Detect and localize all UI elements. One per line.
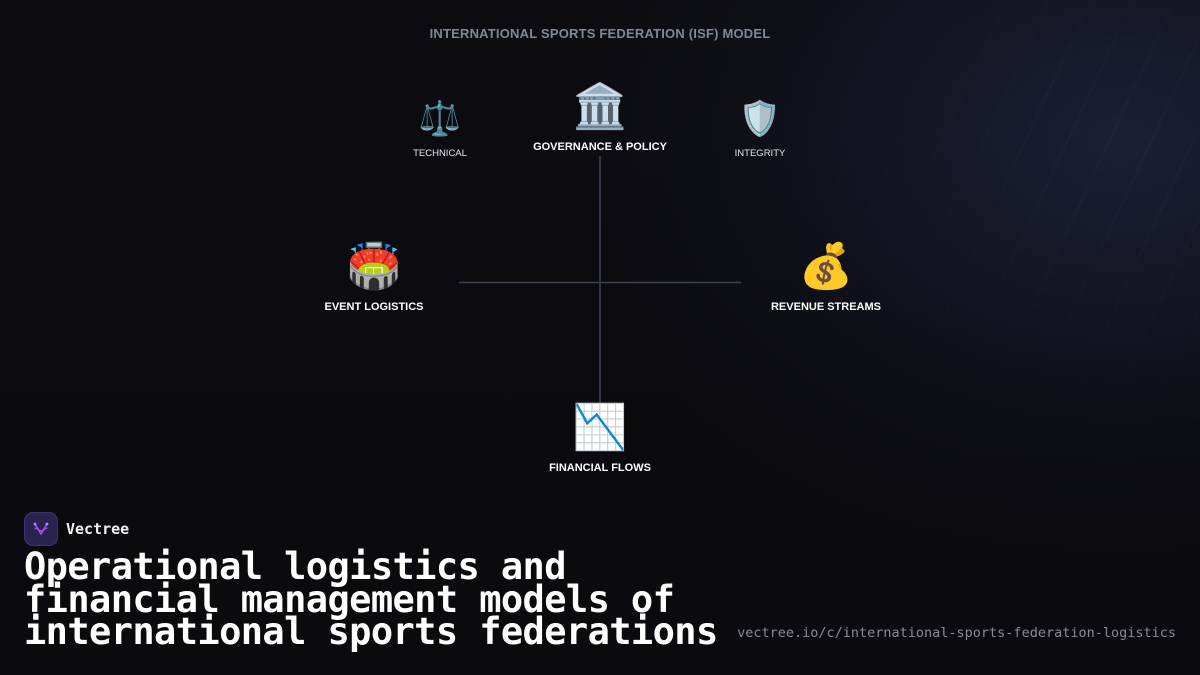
brand-name: Vectree [66,520,130,538]
headline-line: international sports federations [24,610,718,653]
node-label: REVENUE STREAMS [770,301,882,313]
stadium-icon: 🏟️ [346,242,402,291]
headline-line: Operational logistics and [24,545,567,588]
node-label: GOVERNANCE & POLICY [533,141,667,153]
node-label: TECHNICAL [413,148,467,159]
shield-icon: 🛡️ [738,100,782,138]
diagram-title: INTERNATIONAL SPORTS FEDERATION (ISF) MO… [429,26,771,41]
headline-line: financial management models of [24,577,675,621]
money-bag-icon: 💰 [798,242,854,291]
vectree-logo-icon [24,512,58,546]
node-label: FINANCIAL FLOWS [549,462,651,474]
classical-building-icon: 🏛️ [572,82,628,131]
node-revenue-streams: 💰 REVENUE STREAMS [770,242,882,314]
scales-icon: ⚖️ [418,100,462,138]
node-governance-policy: 🏛️ GOVERNANCE & POLICY [533,82,667,154]
brand: Vectree [24,512,129,546]
node-label: INTEGRITY [734,148,786,159]
node-technical: ⚖️ TECHNICAL [413,102,467,159]
source-url: vectree.io/c/international-sports-federa… [737,625,1176,641]
node-event-logistics: 🏟️ EVENT LOGISTICS [324,242,424,314]
node-integrity: 🛡️ INTEGRITY [735,102,786,159]
page-headline: Operational logistics and financial mana… [24,545,724,653]
node-label: EVENT LOGISTICS [324,301,424,313]
chart-decreasing-icon: 📉 [572,403,628,452]
node-financial-flows: 📉 FINANCIAL FLOWS [549,403,651,475]
